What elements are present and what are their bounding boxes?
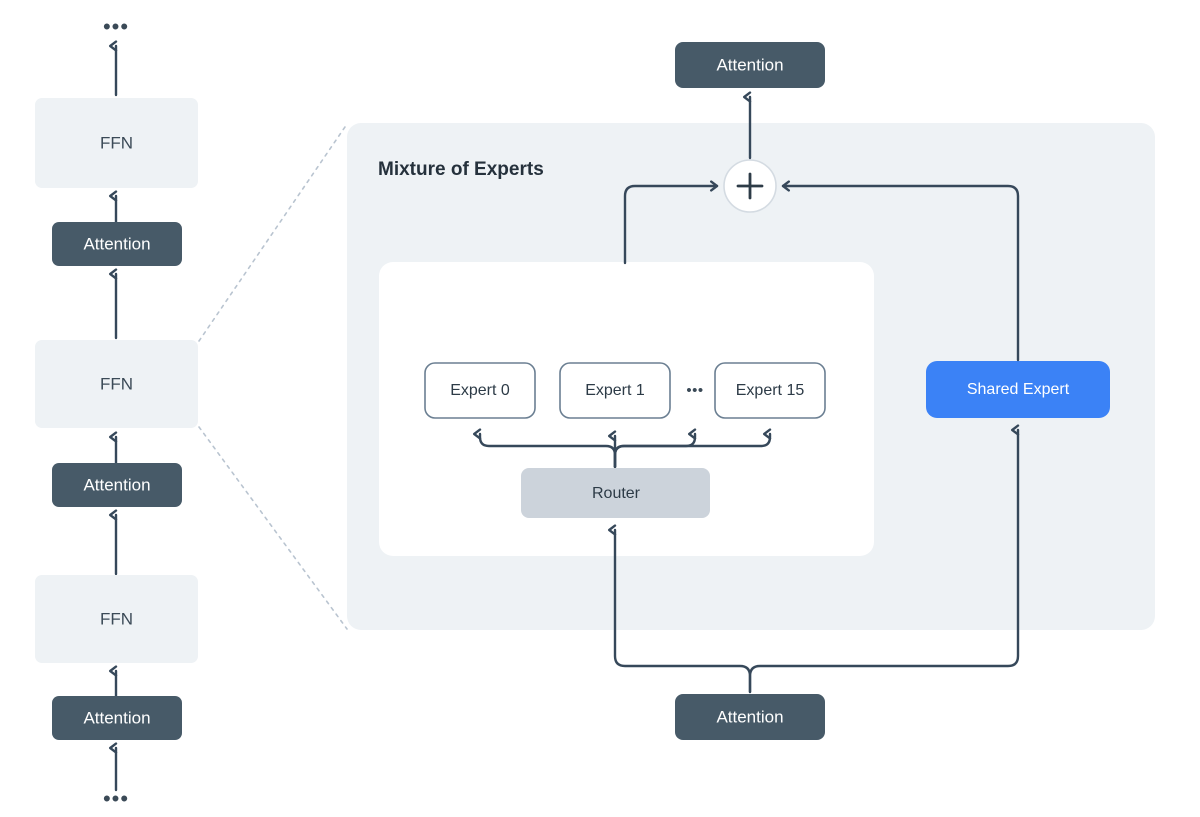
- stack-bottom-ellipsis: •••: [103, 786, 129, 811]
- router-label: Router: [592, 485, 641, 502]
- stack-top-ellipsis: •••: [103, 14, 129, 39]
- left-transformer-stack: ••• FFN Attention FFN Attention: [35, 14, 198, 811]
- expert-label: Expert 15: [736, 382, 805, 399]
- stack-block-ffn-top: FFN: [35, 98, 198, 188]
- zoom-connectors: [198, 123, 348, 630]
- stack-block-label: FFN: [100, 609, 133, 628]
- arrow-input-attention-to-shared-expert: [748, 424, 1020, 694]
- expert-box-15[interactable]: Expert 15: [714, 362, 826, 419]
- sum-node: [723, 159, 777, 213]
- expert-label: Expert 1: [585, 382, 645, 399]
- stack-block-attention-top: Attention: [52, 222, 182, 266]
- stack-block-label: FFN: [100, 133, 133, 152]
- dashed-connector-top: [198, 123, 348, 342]
- stack-block-attention-bottom: Attention: [52, 696, 182, 740]
- arrow-router-to-expert-15: [613, 428, 772, 469]
- router-fanout-arrows: [473, 428, 772, 469]
- arrow-routed-experts-to-sum: [623, 180, 719, 265]
- stack-block-label: Attention: [83, 708, 150, 727]
- stack-block-ffn-bottom: FFN: [35, 575, 198, 663]
- expert-box-1[interactable]: Expert 1: [559, 362, 671, 419]
- router-box[interactable]: Router: [521, 468, 710, 518]
- input-attention-box[interactable]: Attention: [675, 694, 825, 740]
- stack-block-label: Attention: [83, 475, 150, 494]
- shared-expert-label: Shared Expert: [967, 381, 1070, 398]
- expert-box-0[interactable]: Expert 0: [424, 362, 536, 419]
- moe-flow-arrows: [608, 91, 1020, 694]
- shared-expert-box[interactable]: Shared Expert: [926, 361, 1110, 418]
- arrow-shared-expert-to-sum: [781, 180, 1020, 362]
- output-attention-box[interactable]: Attention: [675, 42, 825, 88]
- routed-experts-card: Expert 0 Expert 1 ••• Expert 15: [379, 262, 874, 556]
- stack-block-label: Attention: [83, 234, 150, 253]
- panel-title: Mixture of Experts: [378, 159, 544, 180]
- experts-ellipsis: •••: [686, 382, 703, 399]
- dashed-connector-bottom: [198, 426, 348, 630]
- stack-block-ffn-middle: FFN: [35, 340, 198, 428]
- input-attention-label: Attention: [716, 707, 783, 726]
- plus-icon: [736, 172, 764, 200]
- expert-label: Expert 0: [450, 382, 510, 399]
- stack-block-label: FFN: [100, 374, 133, 393]
- output-attention-label: Attention: [716, 55, 783, 74]
- stack-block-attention-middle: Attention: [52, 463, 182, 507]
